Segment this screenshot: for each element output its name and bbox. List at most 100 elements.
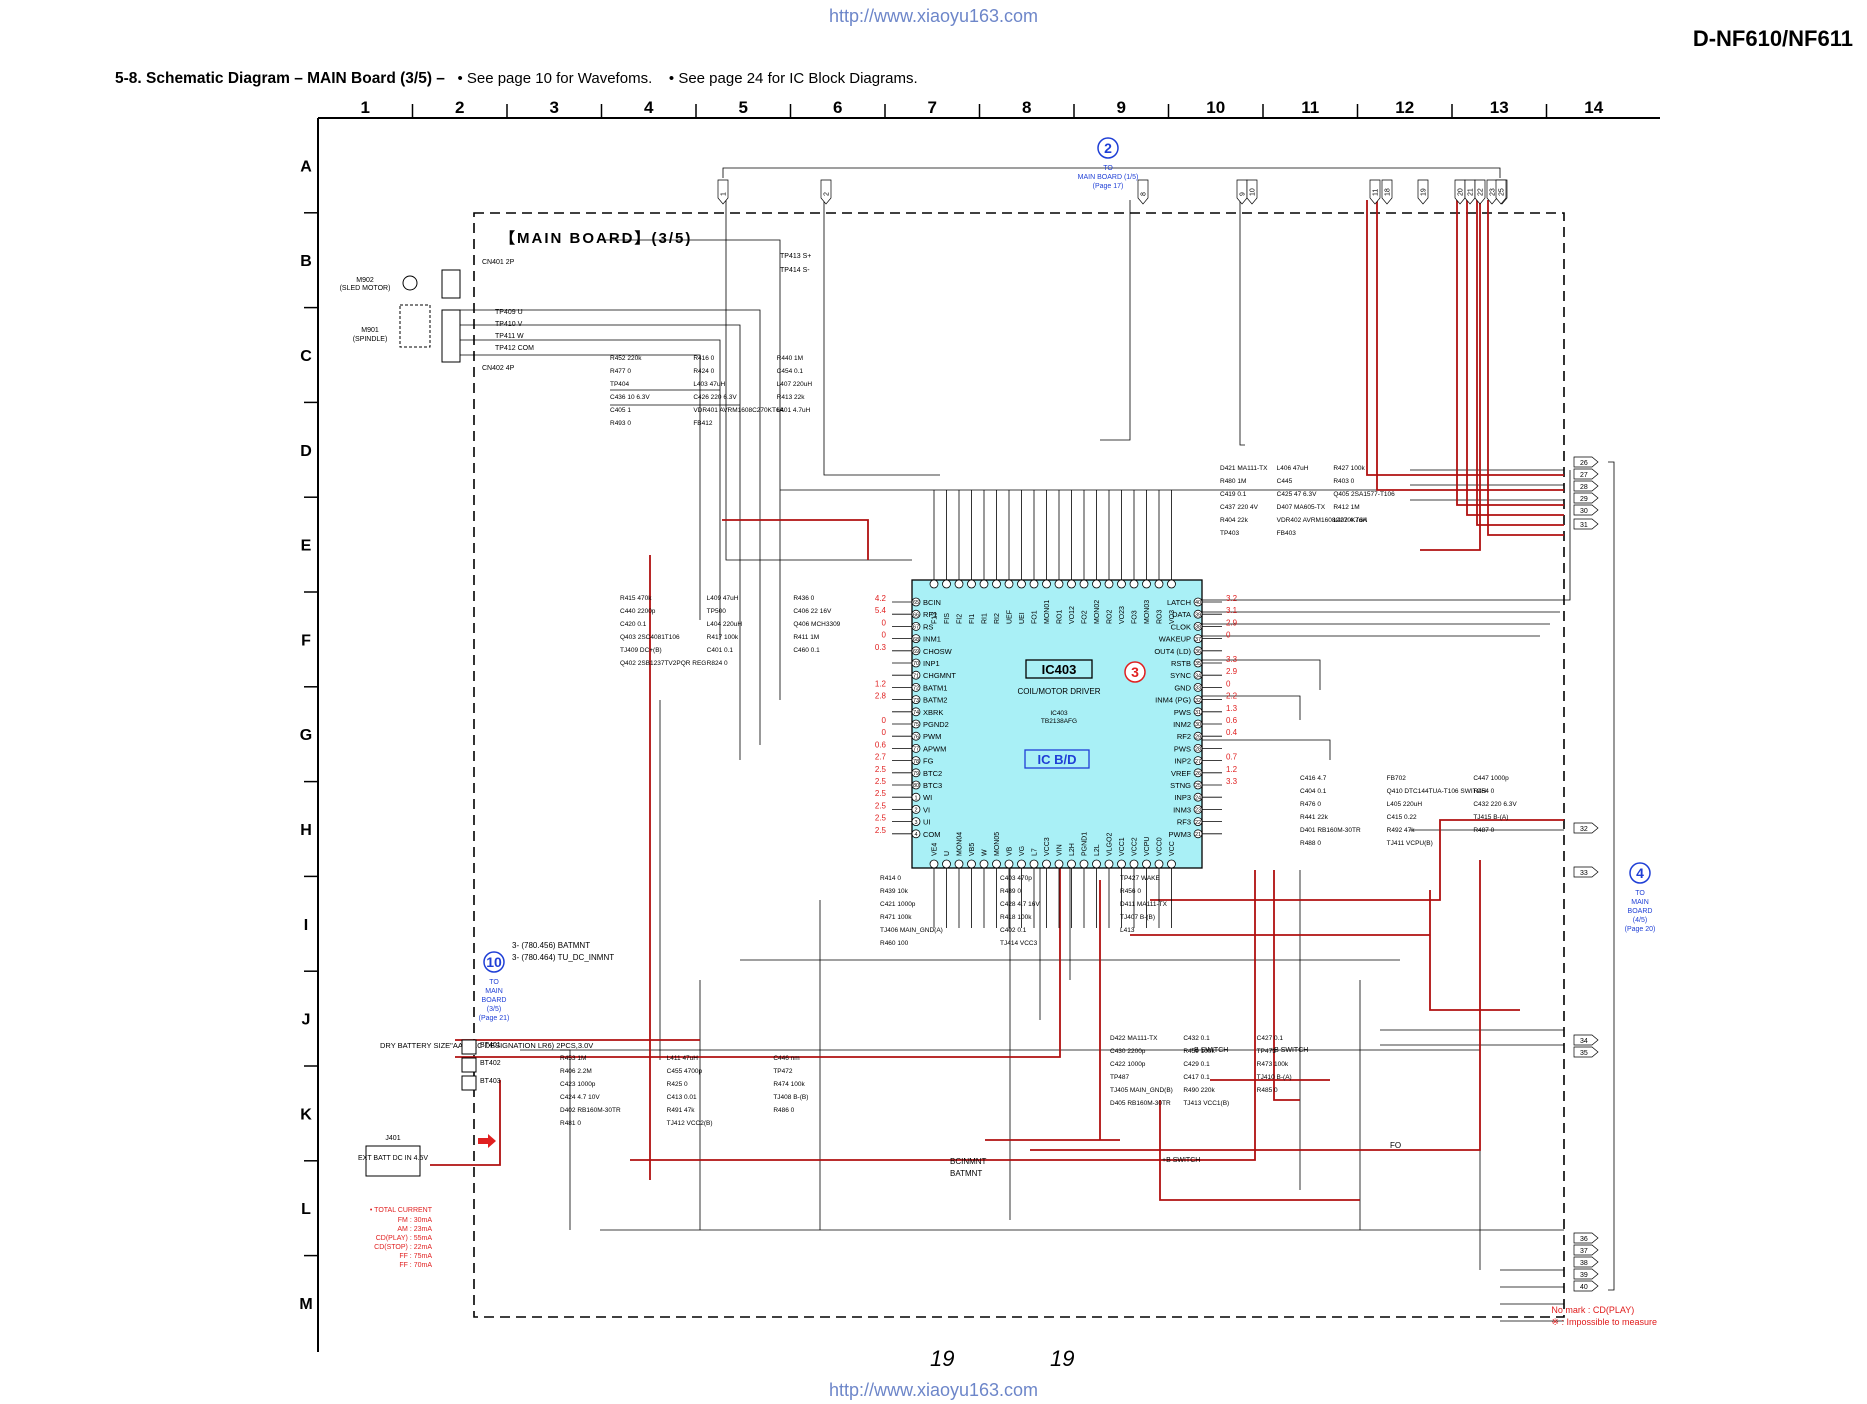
offpage-arrow-right: [1573, 1244, 1599, 1256]
component-label: D402 RB160M-30TR: [560, 1107, 621, 1114]
ic-pin-number: 39: [1195, 612, 1201, 618]
wire: [1202, 470, 1571, 601]
grid-row-label: D: [300, 443, 312, 460]
ic-pin-circle: [992, 579, 1001, 589]
ic-pin-circle: [1142, 859, 1151, 869]
motor-desc: (SPINDLE): [353, 336, 388, 343]
ic-pin-name: RF3: [1177, 818, 1191, 827]
offpage-arrow-number: 21: [1468, 188, 1475, 196]
ic-pin-name: VO23: [1119, 606, 1126, 624]
component-label: R425 0: [667, 1081, 688, 1088]
component-label: C406 22 16V: [793, 608, 832, 615]
component-label: R477 0: [610, 368, 631, 375]
offpage-to-main-4-text: MAIN: [1631, 899, 1649, 906]
component-label: C417 0.1: [1183, 1074, 1210, 1081]
jack-ref: J401: [385, 1135, 400, 1142]
offpage-arrow-number: 38: [1580, 1260, 1588, 1267]
grid-col-label: 13: [1490, 98, 1509, 117]
ic-pin-name: PGND1: [1082, 832, 1089, 856]
ic-pin-circle: [929, 579, 939, 589]
offpage-arrow-top: [1381, 179, 1393, 205]
spindle-motor-symbol: [399, 304, 431, 348]
site-url-top[interactable]: http://www.xiaoyu163.com: [828, 6, 1039, 26]
top-bracket: [722, 167, 1501, 178]
offpage-to-main-4-text: (4/5): [1633, 917, 1647, 924]
wire: [1202, 695, 1301, 720]
ic-pin-name: L2H: [1069, 843, 1076, 856]
component-label: TJ409 DC+(B): [620, 647, 662, 654]
ic-pin-name: VLGO2: [1107, 833, 1114, 856]
ic-pin-voltage: 0.4: [1226, 728, 1238, 737]
component-label: L411 47uH: [667, 1055, 699, 1062]
ic-pin-name: INM1: [923, 635, 941, 644]
component-label: R493 0: [610, 420, 631, 427]
component-label: Q405 2SA1577-T106: [1333, 491, 1395, 498]
ic-pin-name: CHOSW: [923, 647, 953, 656]
ic-pin-circle: [1067, 579, 1076, 589]
component-label: L406 47uH: [1277, 465, 1309, 472]
component-label: TP472: [773, 1068, 793, 1075]
component-label: R491 47k: [667, 1107, 696, 1114]
ic-pin-voltage: 2.8: [875, 692, 887, 701]
ic-pin-circle: [1129, 859, 1139, 869]
offpage-to-main-3-circle: [483, 951, 505, 973]
model-number: D-NF610/NF611: [1692, 26, 1853, 51]
offpage-arrow-number: 30: [1580, 508, 1588, 515]
ic-pin-name: STNG: [1170, 781, 1191, 790]
ic-pin-name: APWM: [923, 744, 946, 753]
offpage-to-main-1-number: 2: [1104, 140, 1112, 156]
ic-pin-number: 24: [1195, 795, 1201, 801]
grid-col-label: 10: [1206, 98, 1225, 117]
wire: [725, 200, 912, 561]
offpage-to-main-3-text: TO: [489, 979, 499, 986]
power-trace: [1030, 860, 1481, 1151]
grid-row-label: F: [301, 632, 311, 649]
ic-pin-name: WI: [923, 793, 932, 802]
ic-pin-name: RI1: [982, 613, 989, 624]
component-label: C454 0.1: [777, 368, 804, 375]
ic-pin-circle: [954, 859, 964, 869]
ic-pin-circle: [1167, 859, 1176, 869]
component-label: R454 0: [1473, 788, 1494, 795]
ic-pin-number: 2: [914, 808, 917, 814]
current-note-line: FF : 70mA: [399, 1262, 432, 1269]
motor-ref: M901: [361, 327, 379, 334]
site-url-bottom[interactable]: http://www.xiaoyu163.com: [828, 1380, 1039, 1400]
offpage-arrow-number: 9: [1240, 192, 1247, 196]
ic-pin-name: VCC1: [1119, 837, 1126, 856]
ic-pin-circle: [1167, 579, 1176, 589]
power-trace: [722, 519, 869, 560]
component-label: FB702: [1387, 775, 1407, 782]
ic-pin-name: RS: [923, 622, 933, 631]
component-label: Q402 2SB1237TV2PQR REG: [620, 660, 706, 667]
offpage-arrow-top: [1474, 179, 1486, 205]
section-title-row: 5-8. Schematic Diagram – MAIN Board (3/5…: [115, 70, 918, 88]
ic-pin-name: RO3: [1157, 610, 1164, 625]
component-label: C428 4.7 16V: [1000, 901, 1040, 908]
ic-pin-name: INP2: [1174, 757, 1191, 766]
wiring: [430, 200, 1571, 1322]
component-label: TJ411 VCPU(B): [1387, 840, 1433, 847]
ic-pin-name: U: [944, 851, 951, 856]
ic-pin-circle: [942, 579, 951, 589]
component-label: R485 0: [1257, 1087, 1278, 1094]
ic-pin-circle: [1104, 579, 1114, 589]
ic-pin-voltage: 0: [1226, 679, 1231, 688]
ic-pin-number: 40: [1195, 600, 1201, 606]
component-label: L407 220uH: [777, 381, 813, 388]
offpage-arrow-right: [1573, 518, 1599, 530]
component-label: R439 10k: [880, 888, 909, 895]
component-label: C421 1000p: [880, 901, 916, 908]
ic-pin-name: MON05: [994, 832, 1001, 856]
grid-row-label: J: [302, 1012, 311, 1029]
power-trace: [630, 870, 1256, 1161]
test-point-label: TP414 S-: [780, 267, 810, 274]
ic-pin-name: SYNC: [1170, 671, 1191, 680]
offpage-arrow-number: 39: [1580, 1272, 1588, 1279]
ic-pin-name: WAKEUP: [1159, 635, 1191, 644]
grid-row-label: M: [299, 1296, 312, 1313]
ic-pin-name: UEI: [1019, 612, 1026, 624]
offpage-arrow-number: 25: [1499, 188, 1506, 196]
ic-pin-name: VO12: [1069, 606, 1076, 624]
wire: [455, 354, 701, 620]
